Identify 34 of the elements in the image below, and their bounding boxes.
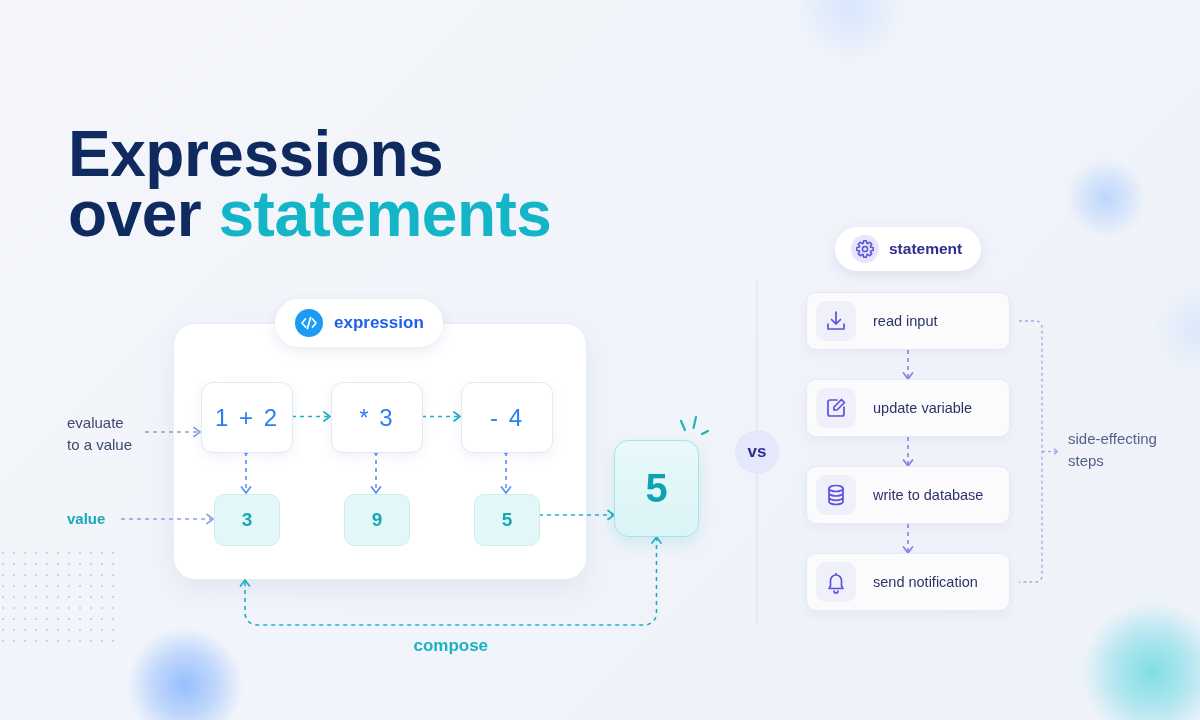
expression-card: * 3 [331,382,423,453]
connector-arrow [902,436,914,467]
expression-card: - 4 [461,382,553,453]
statement-pill [835,227,981,271]
connector-arrow [421,411,461,422]
connector-arrow [239,536,662,626]
step-card [806,379,1010,437]
annotation-text: side-effecting steps [1068,429,1158,471]
connector-arrow [291,411,331,422]
step-card [806,292,1010,350]
value-card: 5 [474,494,540,546]
heading-pill [275,299,443,347]
pill-label: expression [334,313,424,333]
connector-arrow [538,509,615,521]
step-label: write to database [873,487,984,503]
connector-arrow [144,426,201,438]
step-label: update variable [873,400,973,416]
connector-arrow [902,523,914,554]
step-label: read input [873,313,938,329]
value-card: 9 [344,494,410,546]
vs-circle: vs [735,430,779,474]
value-card: 3 [214,494,280,546]
pill-label: statement [889,240,963,258]
title: Expressions over statements [68,124,553,244]
connector-arrow [120,513,214,525]
step-card [806,553,1010,611]
annotation-text: value [67,509,113,529]
step-label: send notification [873,574,978,590]
connector-arrow [902,349,914,380]
edge-label: compose [413,636,489,656]
expression-card: 1 + 2 [201,382,293,453]
result-card: 5 [614,440,699,537]
step-card [806,466,1010,524]
annotation-text: evaluate to a value [67,412,137,456]
